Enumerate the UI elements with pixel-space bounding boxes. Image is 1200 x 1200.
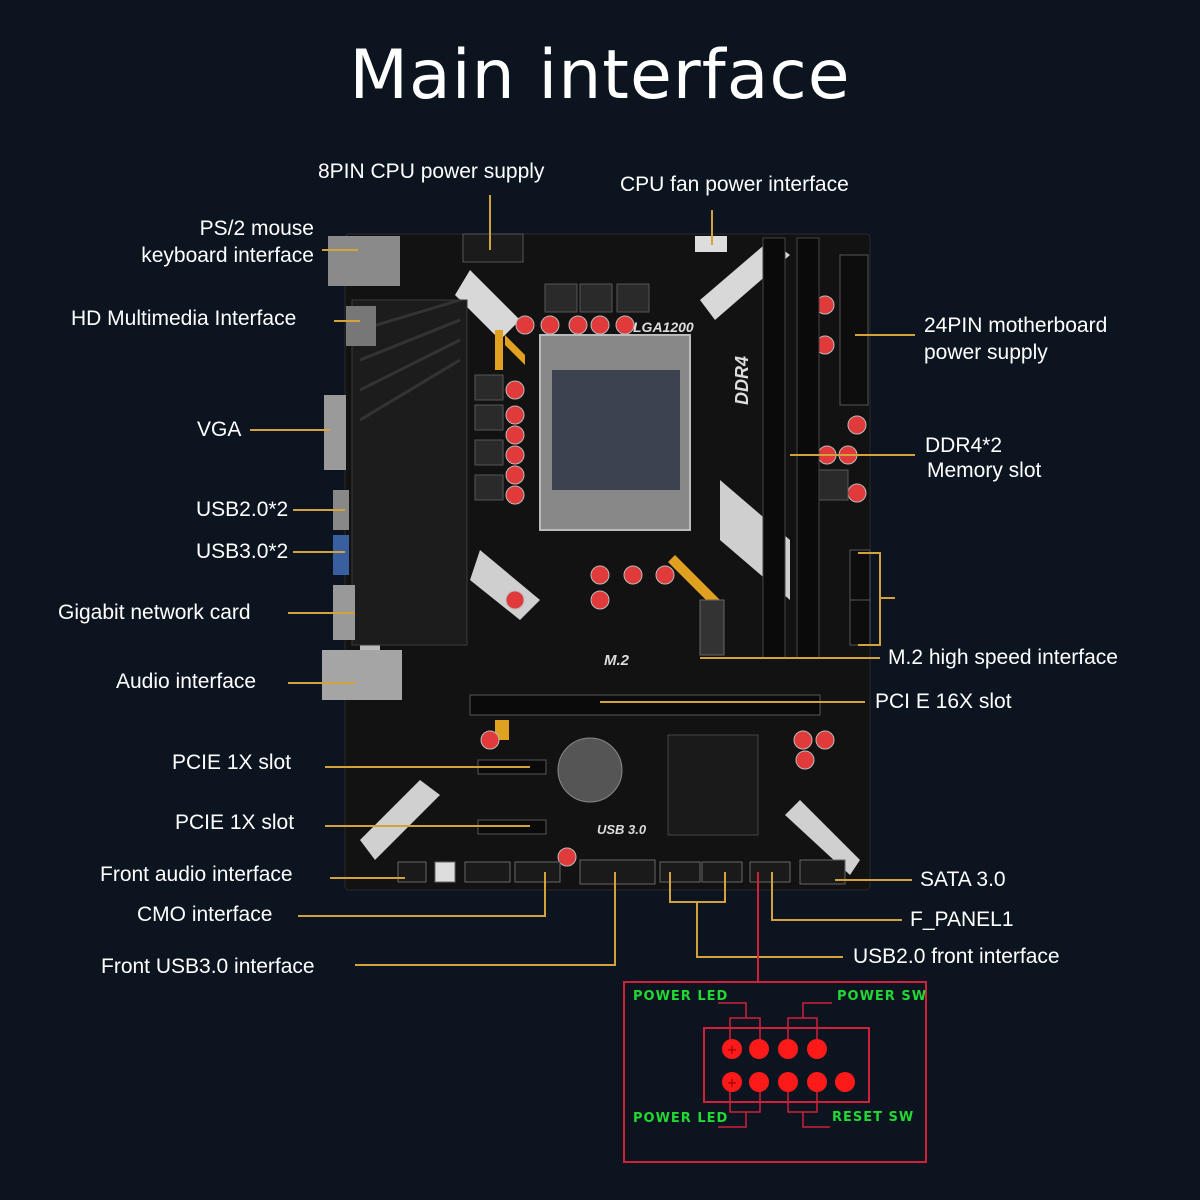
label-usb2-front: USB2.0 front interface [853,945,1060,968]
label-sata: SATA 3.0 [920,868,1006,891]
label-ddr-line2: Memory slot [927,459,1042,482]
label-pcie16: PCI E 16X slot [875,690,1012,713]
pin-label-power-sw: POWER SW [837,989,928,1004]
label-front-usb3: Front USB3.0 interface [101,955,315,978]
label-ps2-line1: PS/2 mouse [199,217,314,240]
label-fpanel: F_PANEL1 [910,908,1014,931]
label-vga: VGA [197,418,242,441]
label-lan: Gigabit network card [58,601,251,624]
label-usb2: USB2.0*2 [196,498,289,521]
label-pcie2: PCIE 1X slot [175,811,295,834]
label-front-audio: Front audio interface [100,863,293,886]
pin-label-power-led-bottom: POWER LED [633,1111,729,1126]
label-cmo: CMO interface [137,903,273,926]
fpanel-pinout-diagram: + + [623,981,927,1163]
socket-label: LGA1200 [633,319,694,335]
label-m2: M.2 high speed interface [888,646,1118,669]
motherboard: LGA1200 DDR4 M.2 USB 3.0 [322,233,871,891]
label-cpu-fan: CPU fan power interface [620,173,849,196]
usb3-board-label: USB 3.0 [597,822,647,837]
label-pcie1: PCIE 1X slot [172,751,292,774]
pin-label-power-led-top: POWER LED [633,989,729,1004]
label-atx-line2: power supply [924,341,1048,364]
leader-lines [250,195,915,966]
pin-label-reset-sw: RESET SW [832,1110,915,1125]
label-hdmi: HD Multimedia Interface [71,307,297,330]
plus-icon: + [727,1076,738,1091]
page-title: Main interface [349,36,851,115]
label-cpu-power: 8PIN CPU power supply [318,160,545,183]
header-pins [722,1039,855,1092]
label-ddr-line1: DDR4*2 [925,434,1003,457]
ddr4-label: DDR4 [732,356,752,405]
label-usb3: USB3.0*2 [196,540,289,563]
label-audio: Audio interface [116,670,257,693]
m2-label: M.2 [604,652,630,669]
label-atx-line1: 24PIN motherboard [924,314,1108,337]
label-ps2-line2: keyboard interface [141,244,314,267]
plus-icon: + [727,1043,738,1058]
